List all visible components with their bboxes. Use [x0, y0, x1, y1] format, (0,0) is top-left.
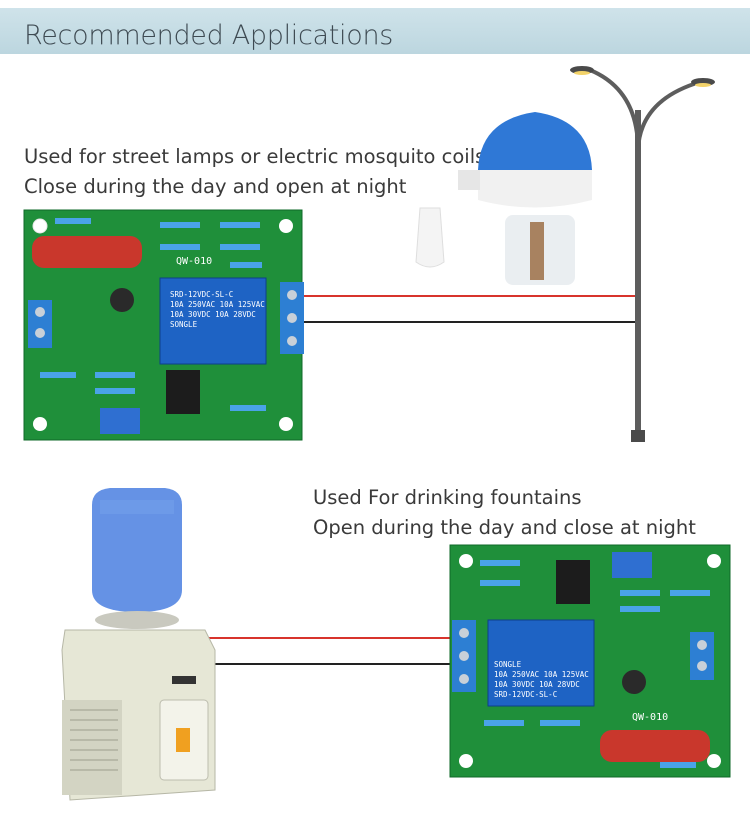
red-wire-street	[300, 295, 636, 297]
water-dispenser-icon	[61, 488, 216, 801]
section-banner: Recommended Applications	[0, 8, 750, 54]
board-label-bottom: QW-010	[632, 712, 669, 723]
relay-model-bottom: SRD-12VDC-SL-C	[494, 690, 558, 699]
relay-brand-top: SONGLE	[170, 320, 198, 329]
board-label-top: QW-010	[176, 256, 213, 267]
black-wire-street	[300, 321, 636, 323]
street-lamp-icon	[570, 66, 715, 442]
relay-rating2-top: 10A 30VDC 10A 28VDC	[170, 310, 256, 319]
mosquito-repellent-icon	[415, 112, 592, 285]
street-caption-line1: Used for street lamps or electric mosqui…	[24, 145, 486, 168]
relay-module-board-bottom	[449, 544, 731, 778]
relay-rating1-bottom: 10A 250VAC 10A 125VAC	[494, 670, 589, 679]
fountain-caption-line2: Open during the day and close at night	[313, 516, 696, 539]
relay-label-top: SRD-12VDC-SL-C 10A 250VAC 10A 125VAC 10A…	[170, 290, 265, 330]
relay-label-bottom: SONGLE 10A 250VAC 10A 125VAC 10A 30VDC 1…	[494, 660, 589, 700]
street-caption-line2: Close during the day and open at night	[24, 175, 407, 198]
relay-model-top: SRD-12VDC-SL-C	[170, 290, 234, 299]
relay-rating2-bottom: 10A 30VDC 10A 28VDC	[494, 680, 580, 689]
fountain-caption-line1: Used For drinking fountains	[313, 486, 582, 509]
black-wire-fountain	[207, 663, 452, 665]
banner-title: Recommended Applications	[24, 20, 394, 51]
red-wire-fountain	[207, 637, 452, 639]
relay-brand-bottom: SONGLE	[494, 660, 522, 669]
relay-rating1-top: 10A 250VAC 10A 125VAC	[170, 300, 265, 309]
